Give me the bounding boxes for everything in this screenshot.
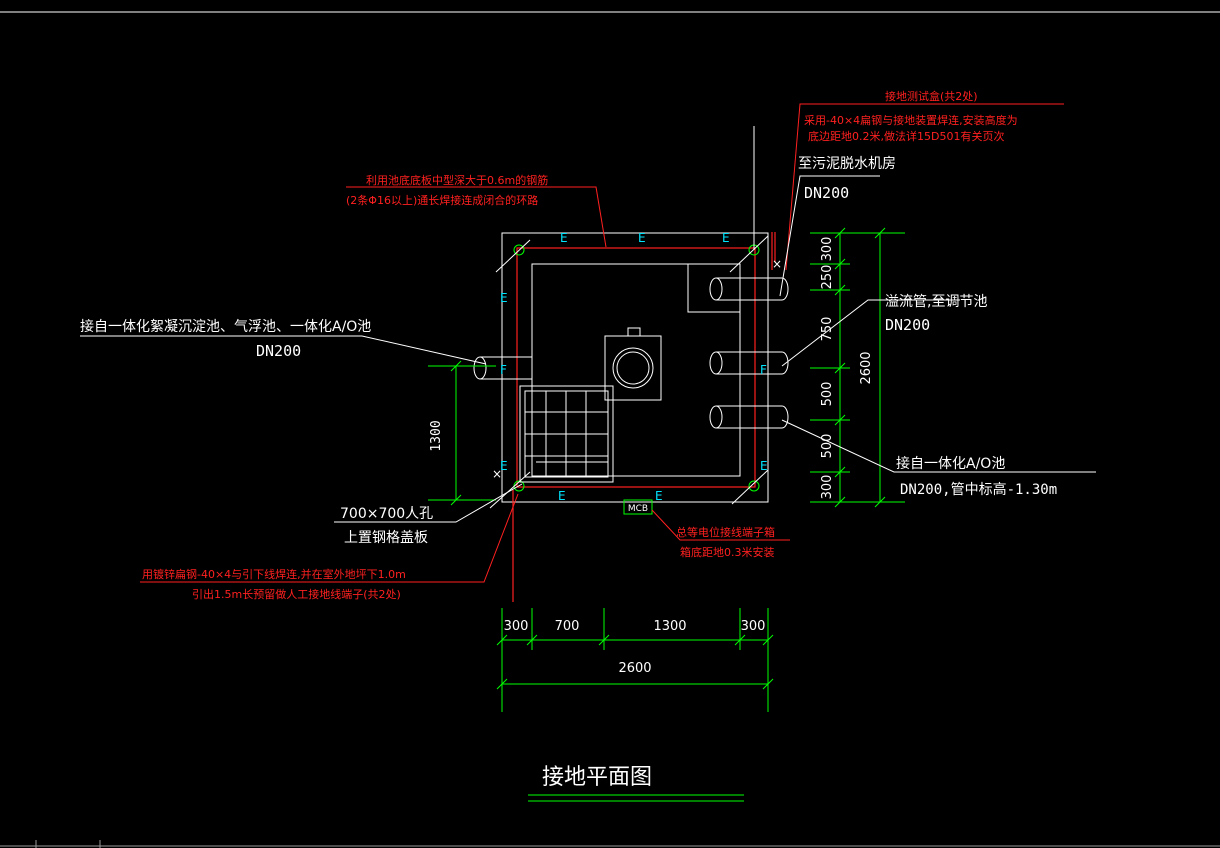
dim-label: 300 (504, 619, 529, 634)
red-annotations: 接地测试盒(共2处) 采用-40×4扁钢与接地装置焊连,安装高度为 底边距地0.… (142, 89, 1018, 601)
marker-e: E (500, 291, 508, 305)
marker-e: E (560, 231, 568, 245)
note-inlet-left: 接自一体化絮凝沉淀池、气浮池、一体化A/O池 (80, 318, 371, 335)
note-grating: 上置钢格盖板 (344, 530, 428, 546)
note-galv-2: 引出1.5m长预留做人工接地线端子(共2处) (192, 587, 401, 601)
dim-label: 750 (820, 317, 835, 342)
down-leads (512, 232, 776, 602)
dimension-bottom (496, 608, 774, 712)
dim-label: 1300 (653, 619, 686, 634)
tank-outline (501, 232, 769, 503)
note-mcb-2: 箱底距地0.3米安装 (680, 545, 775, 559)
note-rebar-1: 利用池底底板中型深大于0.6m的钢筋 (366, 173, 548, 187)
dim-label: 300 (741, 619, 766, 634)
dim-label: 300 (820, 237, 835, 262)
mcb-label: MCB (628, 504, 648, 514)
pipe-right-top (709, 277, 789, 301)
marker-e: E (760, 459, 768, 473)
dim-total: 2600 (618, 661, 651, 676)
grounding-ring (516, 247, 756, 488)
note-test-box: 接地测试盒(共2处) (885, 89, 978, 103)
note-rebar-2: (2条Φ16以上)通长焊接连成闭合的环路 (346, 193, 538, 207)
marker-e: E (638, 231, 646, 245)
manhole-grating (519, 385, 614, 483)
note-manhole: 700×700人孔 (340, 506, 433, 522)
dimension-left (428, 360, 496, 506)
mark-x: × (492, 467, 502, 481)
note-overflow: 溢流管,至调节池 (885, 294, 987, 310)
note-dn200-top: DN200 (804, 184, 849, 202)
marker-e: E (500, 459, 508, 473)
note-dn200-right: DN200 (885, 316, 930, 334)
pipe-right-low (709, 405, 789, 429)
dim-left-label: 1300 (429, 420, 444, 451)
marker-e: E (655, 489, 663, 503)
note-dn200-elev: DN200,管中标高-1.30m (900, 481, 1057, 498)
dim-label: 300 (820, 475, 835, 500)
dim-label: 700 (555, 619, 580, 634)
marker-f: F (500, 363, 507, 377)
note-dn200-left: DN200 (256, 342, 301, 360)
dim-label: 500 (820, 382, 835, 407)
dim-label: 500 (820, 434, 835, 459)
note-to-sludge: 至污泥脱水机房 (798, 156, 896, 172)
dimension-right (810, 227, 905, 508)
marker-e: E (558, 489, 566, 503)
note-galv-1: 用镀锌扁钢-40×4与引下线焊连,并在室外地坪下1.0m (142, 567, 406, 581)
dim-total: 2600 (859, 351, 874, 384)
mark-x: × (772, 257, 782, 271)
dimension-bottom-labels: 300 700 1300 300 2600 (504, 619, 766, 676)
pipe-right-mid (709, 351, 789, 375)
marker-f: F (760, 363, 767, 377)
white-annotations: 至污泥脱水机房 DN200 接自一体化絮凝沉淀池、气浮池、一体化A/O池 DN2… (80, 156, 1057, 546)
note-flat-steel-2: 底边距地0.2米,做法详15D501有关页次 (808, 129, 1004, 143)
note-flat-steel-1: 采用-40×4扁钢与接地装置焊连,安装高度为 (804, 113, 1018, 127)
title-underline (528, 794, 744, 802)
note-from-ao: 接自一体化A/O池 (896, 455, 1005, 472)
ground-markers: E E E E E E E E F F (500, 231, 768, 503)
grounding-corners (513, 244, 760, 492)
mcb-box: MCB (623, 499, 653, 515)
central-well (604, 327, 662, 401)
marker-e: E (722, 231, 730, 245)
drawing-title: 接地平面图 (542, 765, 652, 790)
dim-label: 250 (820, 265, 835, 290)
pipe-left (473, 356, 532, 380)
note-mcb-1: 总等电位接线端子箱 (676, 525, 775, 539)
